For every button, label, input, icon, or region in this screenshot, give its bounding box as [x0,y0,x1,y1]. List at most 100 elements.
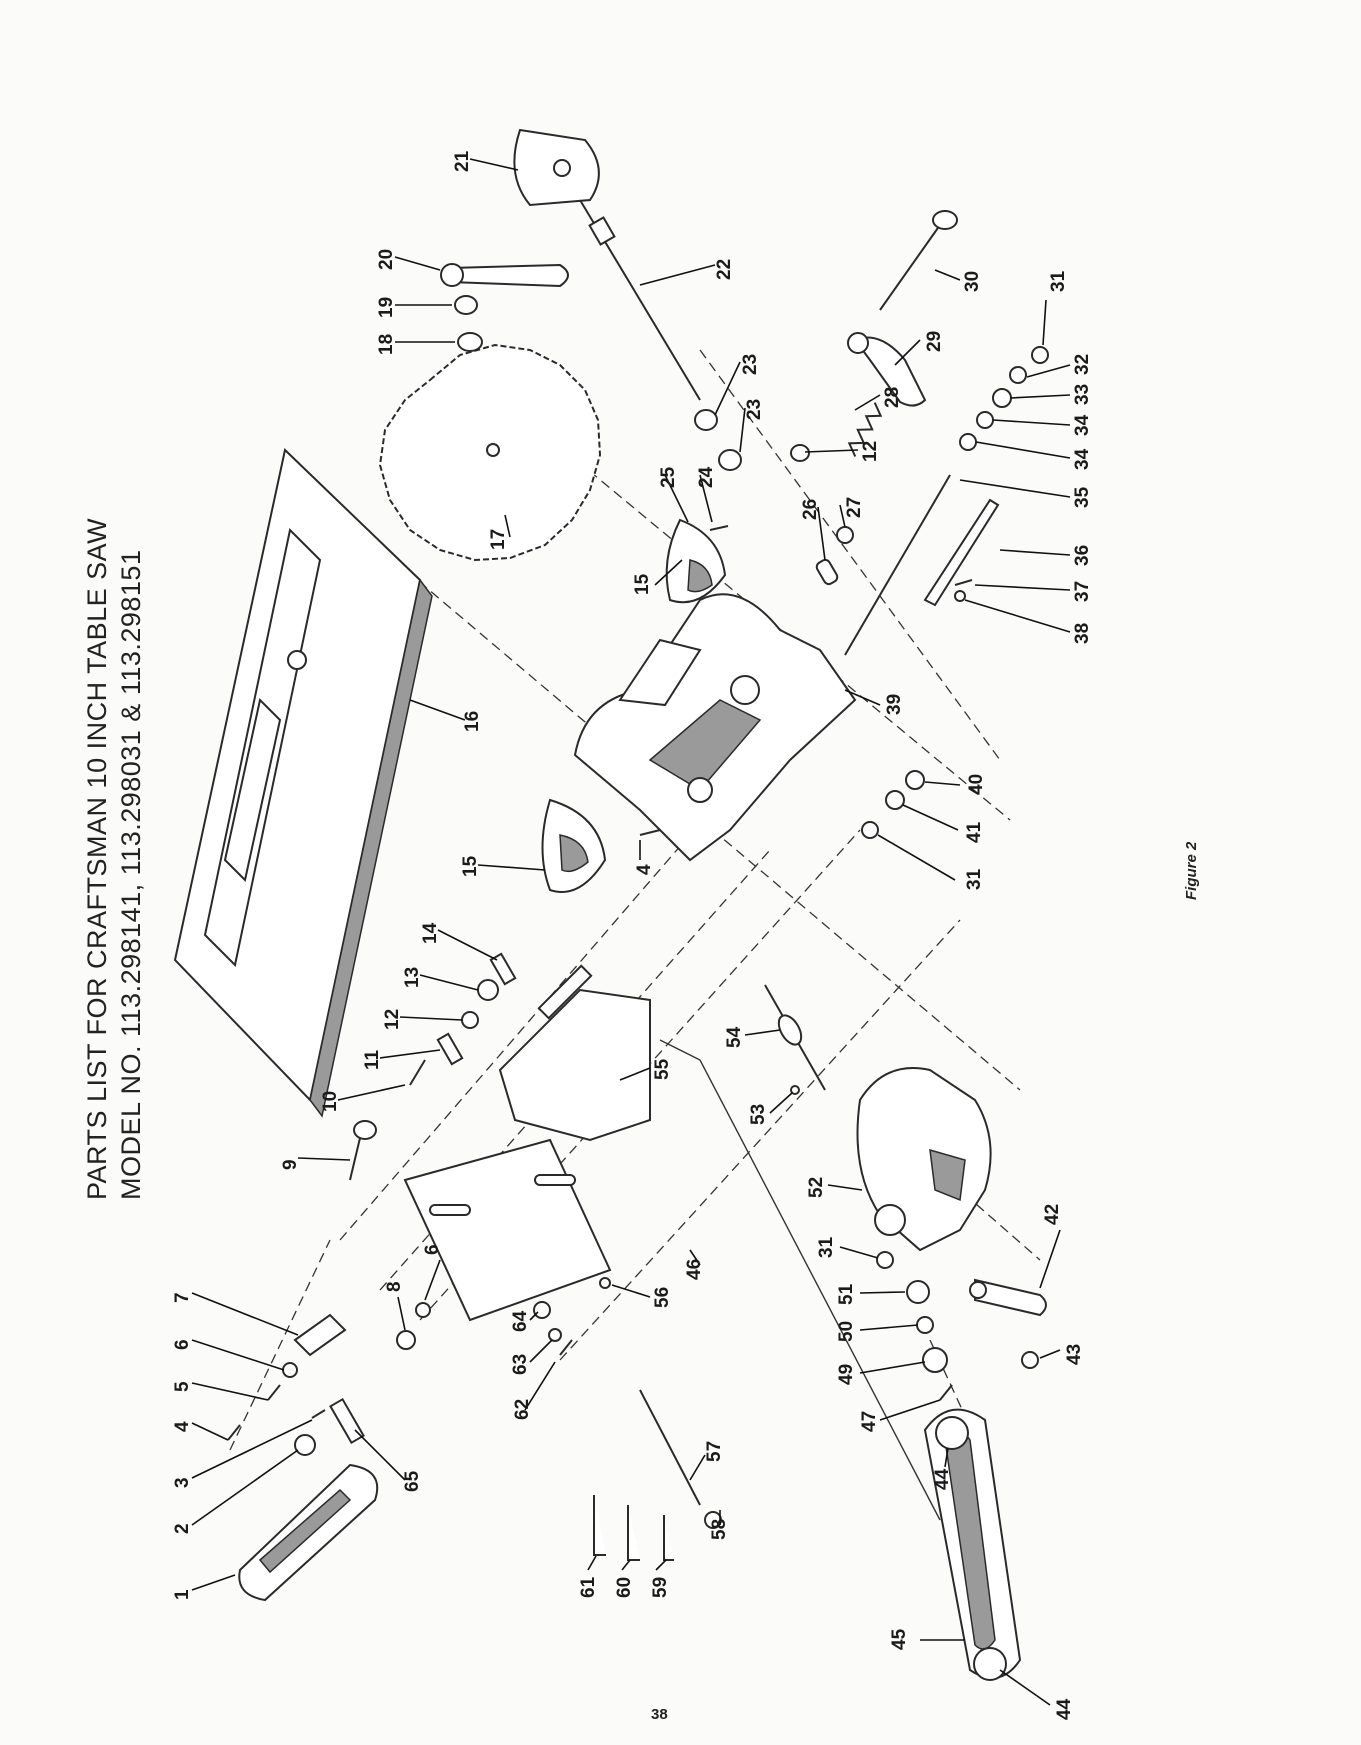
knob-part-2 [294,1434,316,1456]
callout-55: 55 [652,1058,673,1080]
callout-24: 24 [696,466,717,488]
star-washer-part-27 [836,526,854,544]
callout-38: 38 [1072,623,1093,644]
callout-14: 14 [420,922,441,944]
washer-part-12-right [790,444,810,462]
pin-part-65 [329,1397,365,1445]
callout-46: 46 [684,1259,705,1280]
callout-54: 54 [724,1026,745,1048]
callout-6-right: 6 [422,1244,443,1255]
callout-10: 10 [320,1091,341,1112]
screw-part-10 [409,1059,426,1086]
callout-58: 58 [709,1519,730,1540]
callout-25: 25 [658,466,679,488]
callout-29: 29 [924,331,945,352]
callout-41: 41 [964,821,985,843]
hex-key-part-60 [627,1505,640,1561]
callout-4-left: 4 [172,1421,193,1432]
callout-4-center: 4 [634,864,655,875]
callout-61: 61 [578,1576,599,1598]
callout-28: 28 [882,387,903,408]
lockwasher-part-6-left [282,1362,298,1378]
spring-part-11 [436,1032,464,1066]
callout-57: 57 [704,1441,725,1462]
callout-12-left: 12 [382,1009,403,1030]
callout-6-left: 6 [172,1339,193,1350]
saw-blade-part-17 [378,343,602,562]
ball-part-53 [790,1085,800,1095]
nut-part-38 [954,590,966,602]
screw-part-37 [954,579,973,586]
callout-56: 56 [652,1287,673,1308]
callout-62: 62 [512,1399,533,1420]
outline-part-46 [659,1039,941,1521]
trunnion-plate-part-21 [513,128,600,207]
callout-34-bottom: 34 [1072,448,1093,470]
trunnion-part-15-right [665,518,727,604]
washer-part-13 [477,979,499,1001]
screw-part-47 [939,1384,953,1401]
lockwasher-part-6-right [415,1302,431,1318]
callout-64: 64 [510,1310,531,1332]
washer-part-41 [885,790,905,810]
callout-23-top: 23 [740,354,761,375]
bracket-part-7 [293,1313,347,1357]
callout-21: 21 [452,150,473,172]
shaft-part-57 [639,1389,701,1506]
arbor-wrench-part-20 [440,263,569,288]
callout-8: 8 [384,1281,405,1292]
carriage-bolt-part-9 [349,1120,377,1181]
callout-20: 20 [376,249,397,270]
callout-60: 60 [614,1577,635,1598]
pulley-part-44-bottom [973,1647,1007,1681]
spring-part-28 [847,402,883,457]
ring-part-50 [916,1316,934,1334]
callout-40: 40 [966,774,987,795]
arbor-washer-part-18 [457,332,483,352]
pin-part-14 [489,952,517,986]
callout-42: 42 [1042,1204,1063,1225]
callout-59: 59 [650,1577,671,1598]
callout-49: 49 [836,1364,857,1385]
callout-47: 47 [859,1411,880,1432]
link-part-42 [969,1278,1047,1317]
callout-15-right: 15 [632,573,653,595]
callout-7: 7 [172,1292,193,1303]
collar-part-23b [718,449,742,471]
trunnion-part-15-left [541,798,607,893]
callout-31-mid: 31 [964,868,985,890]
callout-52: 52 [806,1177,827,1198]
callout-43: 43 [1064,1344,1085,1365]
pulley-part-44-top [935,1416,969,1450]
pin-part-26 [815,558,839,586]
nut-part-58 [704,1511,722,1529]
callout-65: 65 [402,1470,423,1492]
callout-63: 63 [510,1354,531,1375]
callout-39: 39 [884,694,905,715]
callout-13: 13 [402,967,423,988]
screw-part-24 [709,525,729,531]
callout-27: 27 [844,497,865,518]
callout-labels: 1 2 3 4 5 6 7 8 6 9 10 11 12 13 14 15 4 … [172,150,1093,1720]
washer-part-32 [1009,366,1027,384]
mounting-plate-part-56 [403,1138,612,1322]
callout-50: 50 [836,1321,857,1342]
nut-part-8 [396,1330,416,1350]
table-top-part-16 [173,448,433,1118]
washer-part-34b [959,433,977,451]
screw-part-5 [267,1384,281,1401]
callout-18: 18 [376,334,397,355]
gear-housing-part-52 [856,1067,992,1252]
lock-bolt-part-30 [879,210,958,311]
bearing-part-33 [992,388,1012,408]
callout-22: 22 [714,259,735,280]
arbor-nut-part-19 [454,295,478,315]
bearing-retainer-part-49 [922,1347,948,1373]
lock-handle-part-29 [847,332,927,407]
callout-9: 9 [280,1159,301,1170]
callout-33: 33 [1072,384,1093,405]
callout-45: 45 [889,1628,910,1650]
page-number: 38 [651,1706,668,1723]
